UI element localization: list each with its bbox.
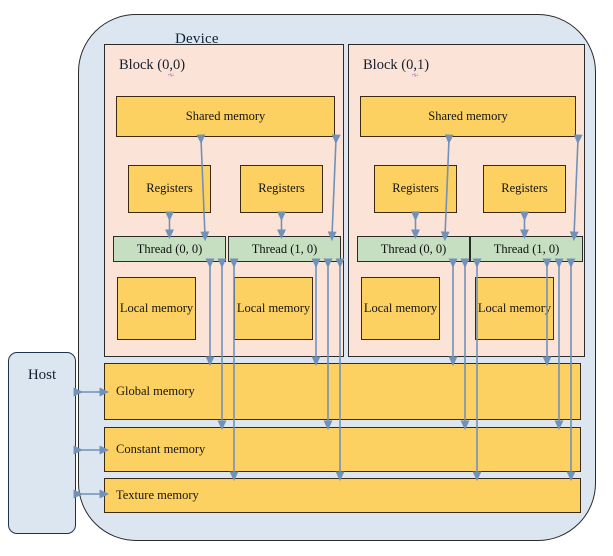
texture-memory-bar: Texture memory <box>104 478 581 513</box>
thread-b0-1-0: Thread (1, 0) <box>228 236 341 262</box>
block-0-0-label: Block (0,0) <box>119 57 186 77</box>
spellcheck-squiggle: , <box>412 57 418 77</box>
shared-memory-block-0-1: Shared memory <box>360 96 576 137</box>
local-memory-b0-t1: Local memory <box>234 277 313 340</box>
thread-b1-0-0: Thread (0, 0) <box>357 236 470 262</box>
local-memory-b1-t0: Local memory <box>361 277 440 340</box>
device-label: Device <box>175 31 219 47</box>
registers-b1-t1: Registers <box>483 165 566 213</box>
registers-b1-t0: Registers <box>374 165 457 213</box>
host-box: Host <box>8 352 76 534</box>
host-label: Host <box>27 367 57 383</box>
shared-memory-block-0-0: Shared memory <box>116 96 335 137</box>
thread-b0-0-0: Thread (0, 0) <box>113 236 226 262</box>
registers-b0-t0: Registers <box>128 165 211 213</box>
constant-memory-bar: Constant memory <box>104 427 581 472</box>
global-memory-bar: Global memory <box>104 363 581 420</box>
block-0-1-label: Block (0,1) <box>363 57 430 77</box>
thread-b1-1-0: Thread (1, 0) <box>470 236 583 262</box>
registers-b0-t1: Registers <box>240 165 323 213</box>
local-memory-b1-t1: Local memory <box>475 277 554 340</box>
local-memory-b0-t0: Local memory <box>117 277 196 340</box>
spellcheck-squiggle: , <box>168 57 174 77</box>
